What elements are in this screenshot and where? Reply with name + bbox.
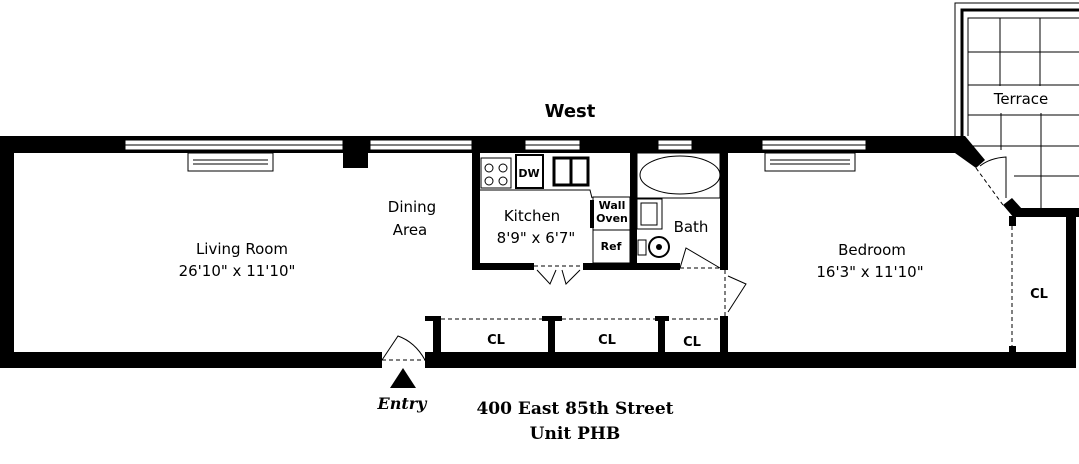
room-label-dining-area: Area <box>393 221 428 239</box>
room-label-bath: Bath <box>674 218 709 236</box>
dishwasher <box>515 154 544 189</box>
closet-label: CL <box>1030 287 1048 302</box>
doors <box>381 156 1013 361</box>
room-size-living-room: 26'10" x 11'10" <box>179 262 296 280</box>
orientation-label: West <box>545 101 596 122</box>
refrigerator-label: Ref <box>601 240 622 253</box>
address-line-1: 400 East 85th Street <box>476 399 673 419</box>
bathtub-icon <box>639 155 721 195</box>
room-size-kitchen: 8'9" x 6'7" <box>497 229 576 247</box>
room-label-kitchen: Kitchen <box>504 207 560 225</box>
room-label-living-room: Living Room <box>196 240 288 258</box>
stove-icon <box>480 157 512 189</box>
windows <box>124 139 867 172</box>
bath-fixtures <box>636 152 721 258</box>
terrace: Terrace <box>954 2 1079 208</box>
terrace-tiles <box>968 18 1079 208</box>
room-label-bedroom: Bedroom <box>838 241 906 259</box>
closet-label: CL <box>487 333 505 348</box>
radiator <box>764 152 856 172</box>
room-size-bedroom: 16'3" x 11'10" <box>816 263 923 281</box>
entry-arrow-icon <box>390 368 416 388</box>
radiator <box>187 152 274 172</box>
closet-label: CL <box>683 335 701 350</box>
dishwasher-label: DW <box>518 167 539 180</box>
room-label-terrace: Terrace <box>993 90 1049 108</box>
bath-sink-icon <box>636 198 663 230</box>
closet-label: CL <box>598 333 616 348</box>
address-line-2: Unit PHB <box>530 424 621 444</box>
kitchen-fixtures: DW Wall Oven Ref <box>480 154 631 264</box>
room-label-dining-area: Dining <box>388 198 436 216</box>
wall-oven-label: Oven <box>596 212 628 225</box>
wall-oven-label: Wall <box>599 199 626 212</box>
entry-label: Entry <box>377 394 429 413</box>
